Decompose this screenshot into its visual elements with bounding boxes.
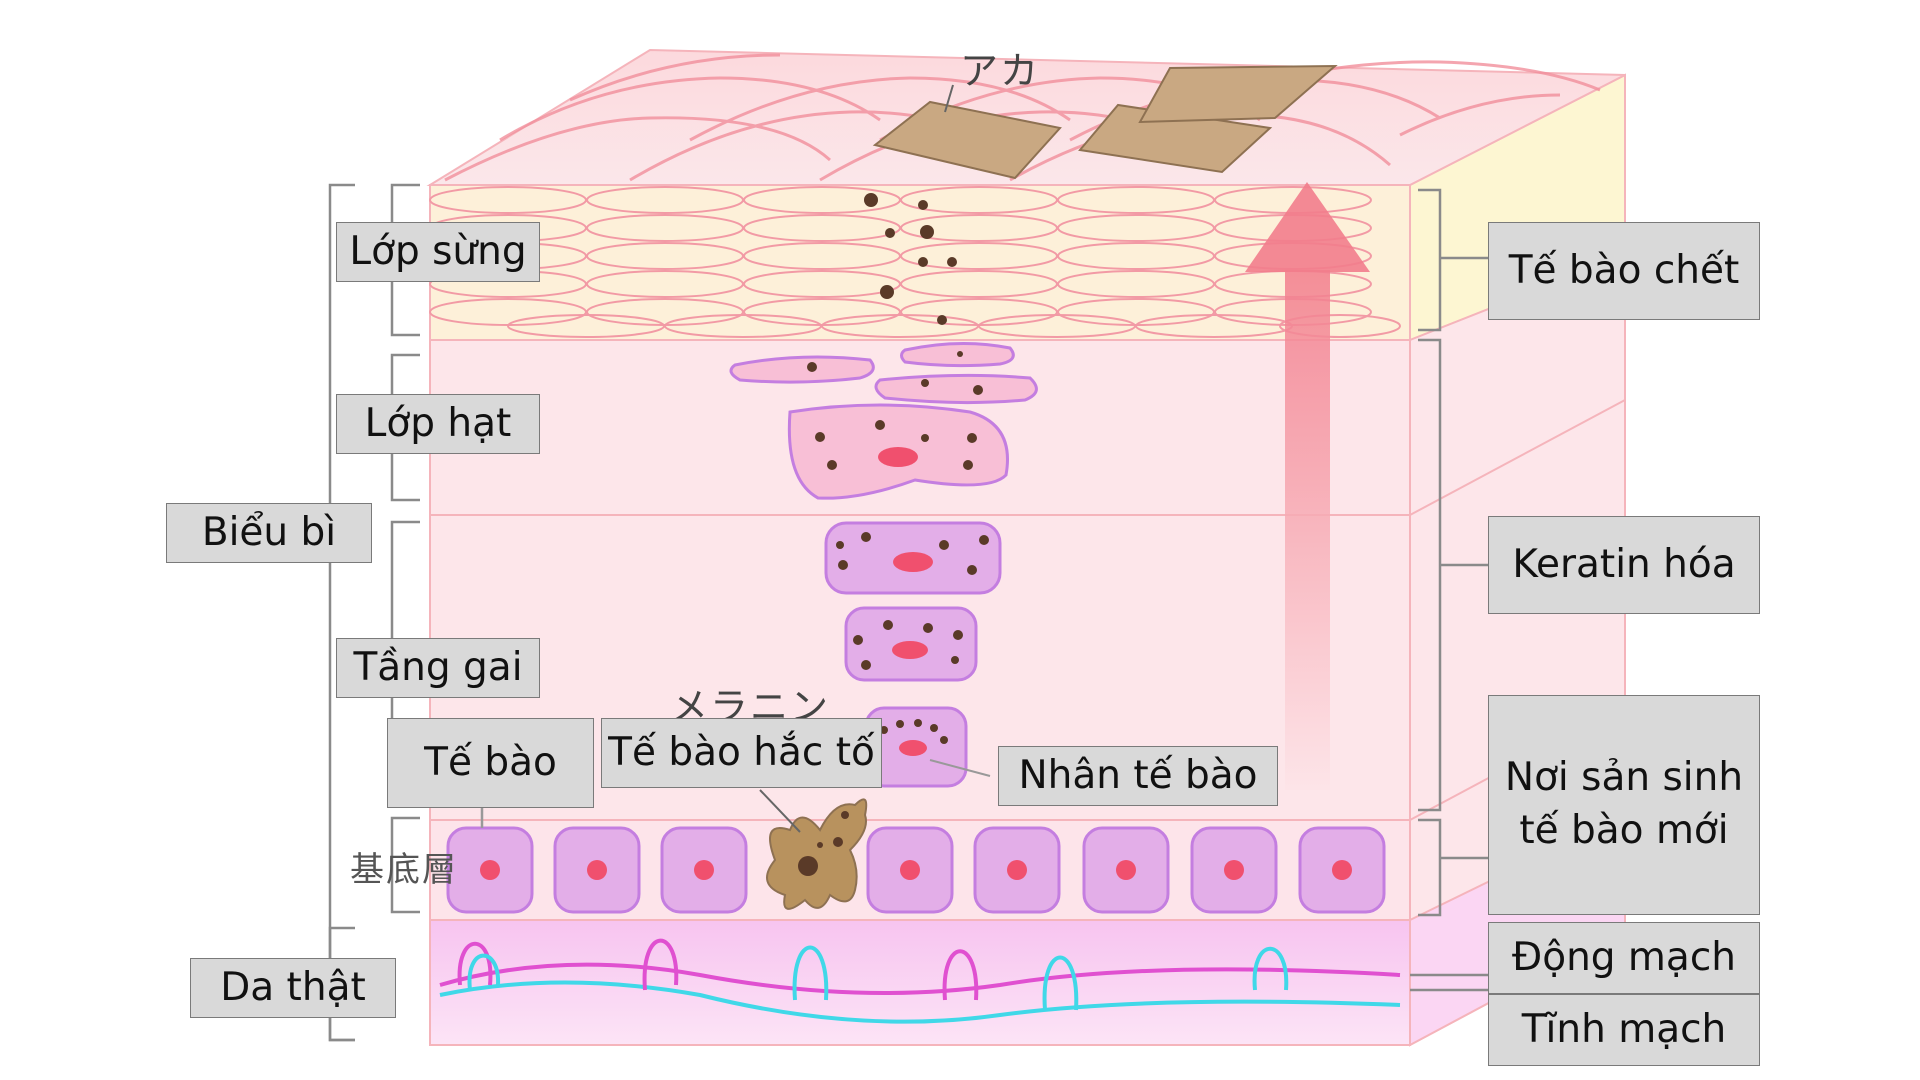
artery-label: Động mạch bbox=[1488, 922, 1760, 994]
melanocyte-cell bbox=[759, 789, 868, 910]
stratum-corneum-layer bbox=[429, 184, 1411, 341]
nucleus-label: Nhân tế bào bbox=[998, 746, 1278, 806]
dermis-layer bbox=[429, 919, 1411, 1046]
granular-cells bbox=[729, 341, 1038, 500]
dead-skin-flakes bbox=[872, 64, 1338, 180]
new-cell-birth-label: Nơi sản sinh tế bào mới bbox=[1488, 695, 1760, 915]
epidermis-label: Biểu bì bbox=[166, 503, 372, 563]
spinous-layer-label: Tầng gai bbox=[336, 638, 540, 698]
basal-cells bbox=[446, 826, 1386, 914]
melanocyte-label: Tế bào hắc tố bbox=[601, 718, 882, 788]
granular-layer-label: Lớp hạt bbox=[336, 394, 540, 454]
aka-label: アカ bbox=[960, 49, 1041, 93]
dermis-label: Da thật bbox=[190, 958, 396, 1018]
keratinization-arrow bbox=[1245, 182, 1370, 790]
vein-label: Tĩnh mạch bbox=[1488, 994, 1760, 1066]
vein-vessel bbox=[439, 980, 1401, 1024]
artery-vessel bbox=[439, 962, 1401, 995]
dead-cells-label: Tế bào chết bbox=[1488, 222, 1760, 320]
cell-label: Tế bào bbox=[387, 718, 594, 808]
aka-leader-line bbox=[944, 84, 954, 113]
basal-layer-jp-label: 基底層 bbox=[350, 850, 458, 890]
right-brackets bbox=[1410, 188, 1488, 992]
stratum-corneum-label: Lớp sừng bbox=[336, 222, 540, 282]
keratinization-label: Keratin hóa bbox=[1488, 516, 1760, 614]
